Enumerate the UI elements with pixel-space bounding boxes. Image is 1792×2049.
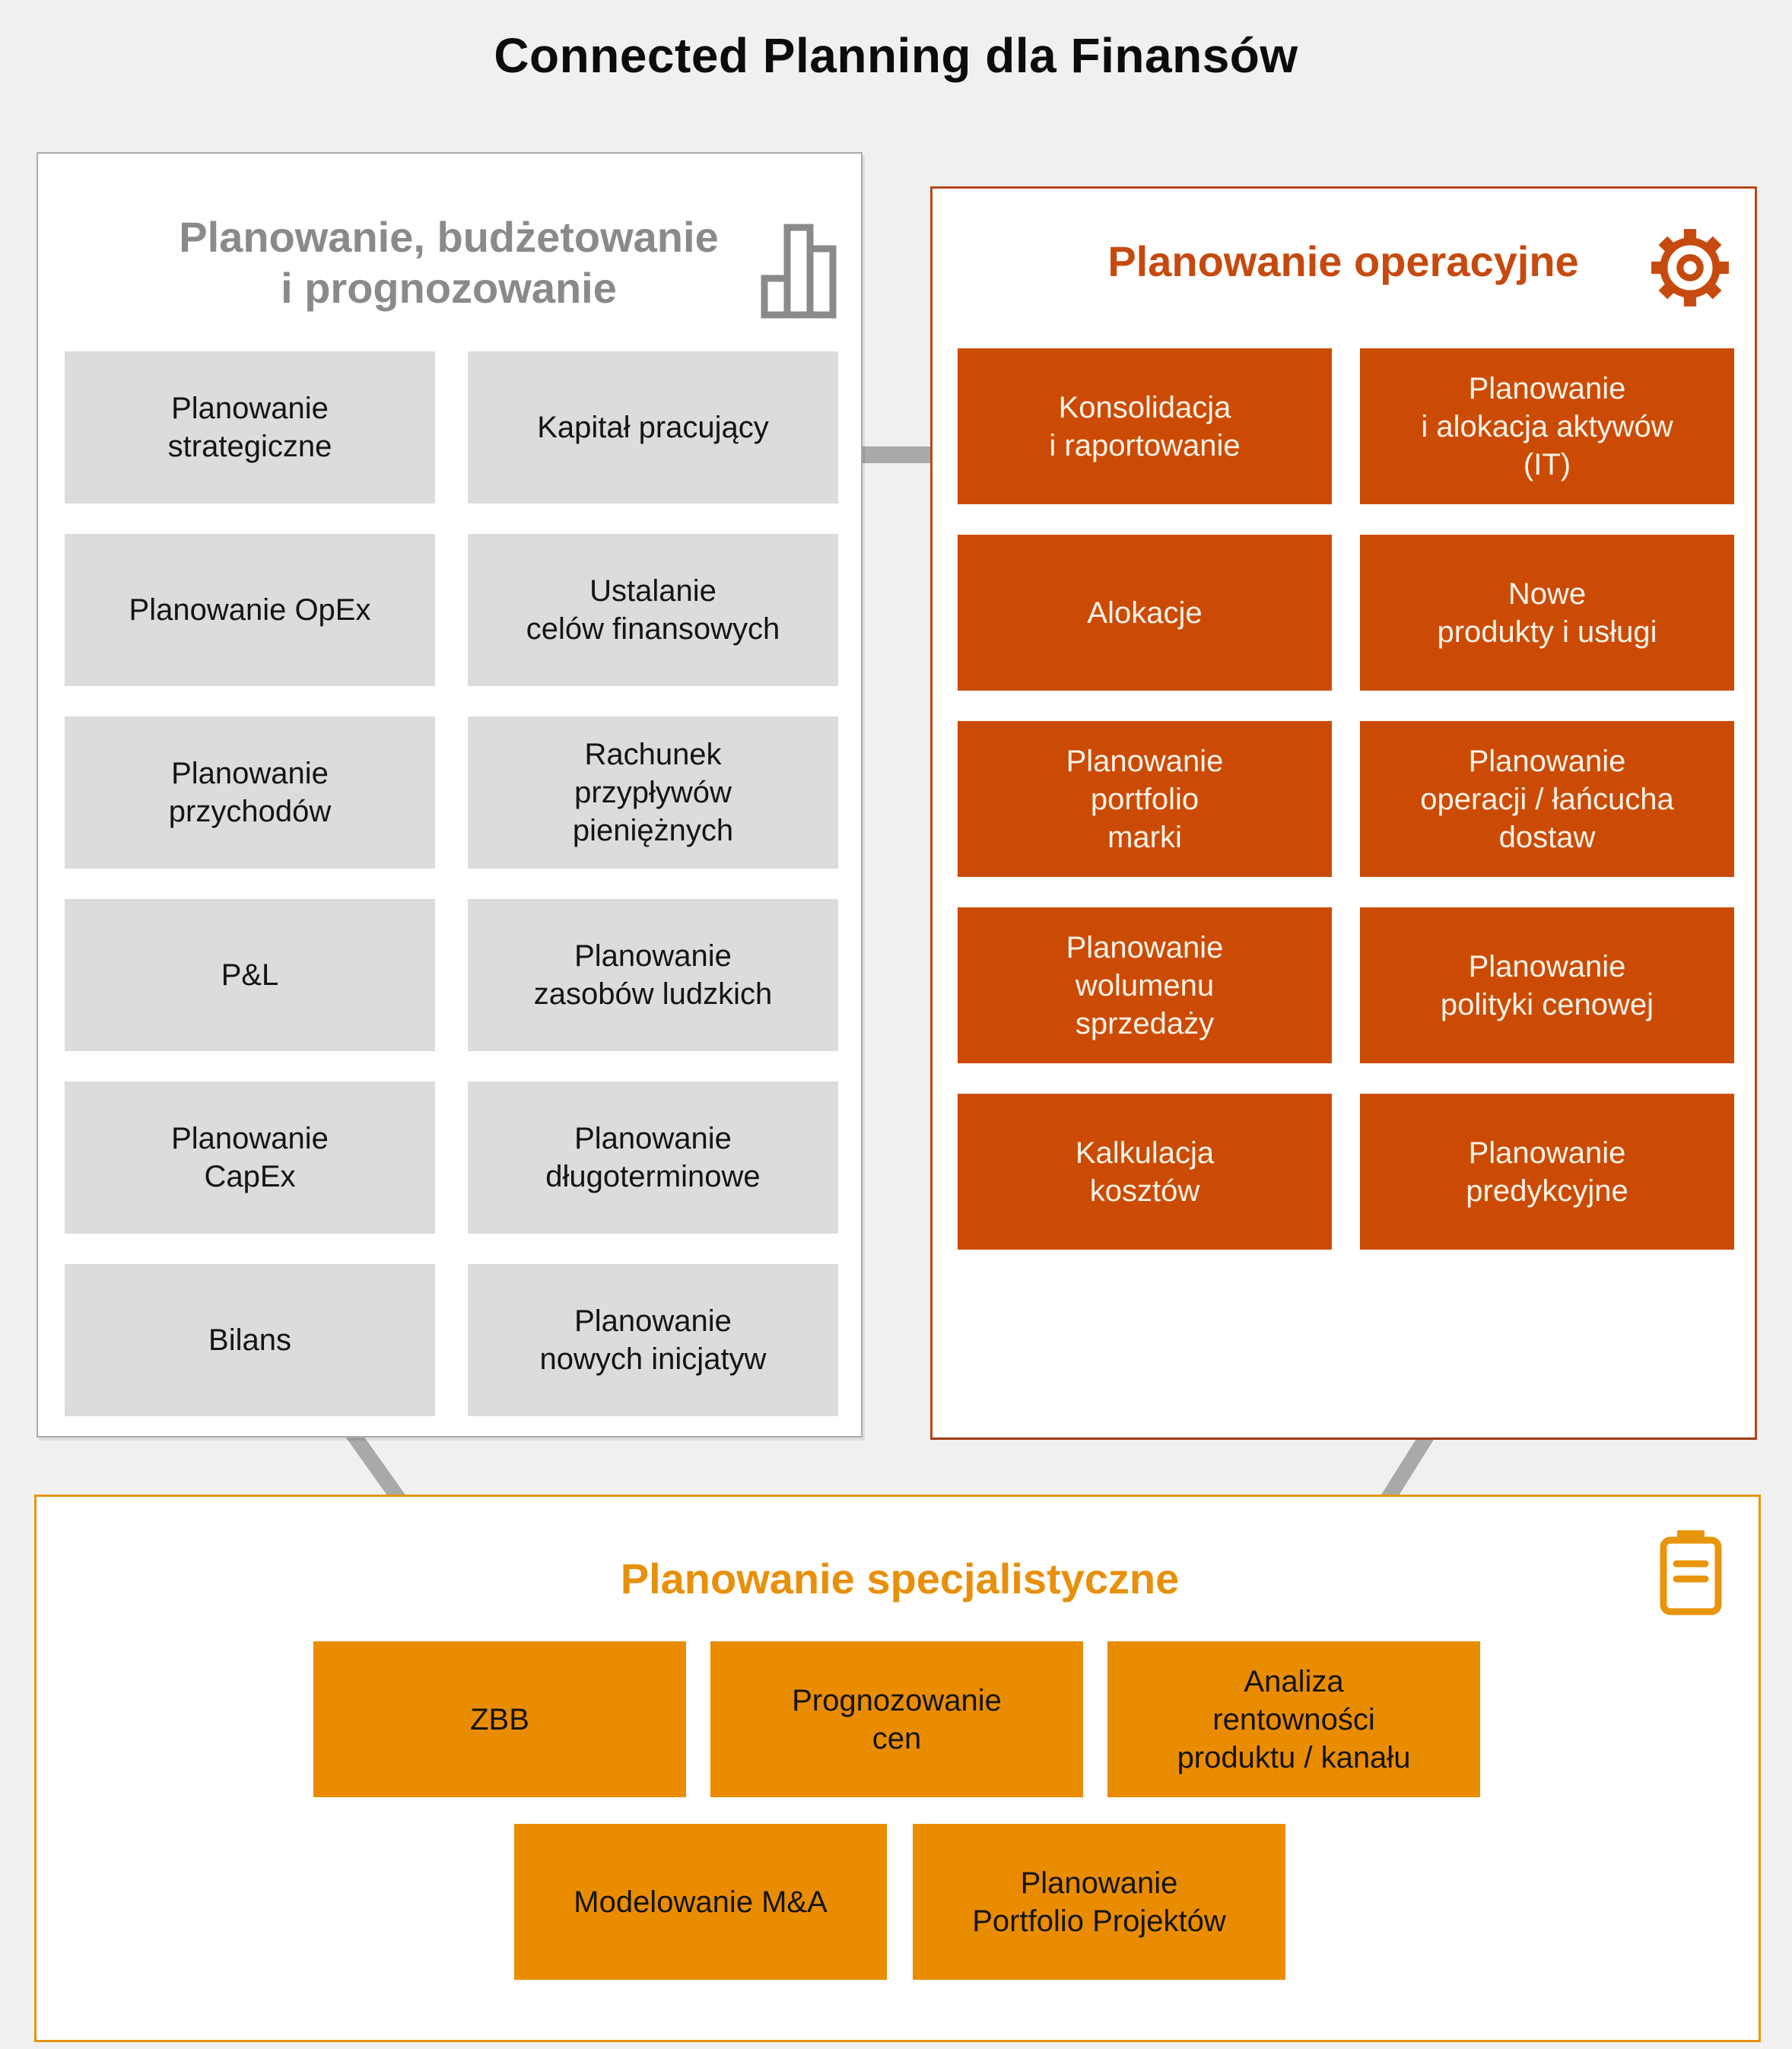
box-consolidation-reporting: Konsolidacja i raportowanie	[958, 348, 1332, 504]
box-it-asset-allocation-planning: Planowanie i alokacja aktywów (IT)	[1360, 348, 1734, 504]
panel-specialist-planning: Planowanie specjalistyczne ZBB Prognozow…	[34, 1495, 1761, 2042]
box-pnl: P&L	[65, 899, 435, 1051]
box-operations-supply-chain-planning: Planowanie operacji / łańcucha dostaw	[1360, 721, 1734, 877]
box-project-portfolio-planning: Planowanie Portfolio Projektów	[913, 1824, 1285, 1980]
box-pricing-policy-planning: Planowanie polityki cenowej	[1360, 907, 1734, 1063]
box-balance-sheet: Bilans	[65, 1264, 435, 1416]
box-cost-calculation: Kalkulacja kosztów	[958, 1094, 1332, 1250]
box-new-initiatives-planning: Planowanie nowych inicjatyw	[468, 1264, 838, 1416]
clipboard-icon	[1660, 1530, 1722, 1615]
box-capex-planning: Planowanie CapEx	[65, 1082, 435, 1234]
box-sales-volume-planning: Planowanie wolumenu sprzedaży	[958, 907, 1332, 1063]
box-financial-goal-setting: Ustalanie celów finansowych	[468, 534, 838, 686]
panel-planning-budgeting-forecasting-title: Planowanie, budżetowanie i prognozowanie	[179, 213, 719, 313]
box-price-forecasting: Prognozowanie cen	[710, 1641, 1083, 1797]
box-brand-portfolio-planning: Planowanie portfolio marki	[958, 721, 1332, 877]
box-opex-planning: Planowanie OpEx	[65, 534, 435, 686]
box-strategic-planning: Planowanie strategiczne	[65, 351, 435, 504]
gear-icon	[1651, 229, 1729, 307]
box-long-term-planning: Planowanie długoterminowe	[468, 1082, 838, 1234]
box-predictive-planning: Planowanie predykcyjne	[1360, 1094, 1734, 1250]
bar-chart-icon	[761, 224, 837, 319]
box-cash-flow-statement: Rachunek przypływów pieniężnych	[468, 716, 838, 869]
box-working-capital: Kapitał pracujący	[468, 351, 838, 504]
panel-operational-planning-title: Planowanie operacyjne	[1107, 237, 1579, 285]
box-ma-modeling: Modelowanie M&A	[514, 1824, 887, 1980]
page-title: Connected Planning dla Finansów	[494, 28, 1298, 83]
box-allocations: Alokacje	[958, 535, 1332, 691]
panel-specialist-planning-title: Planowanie specjalistyczne	[620, 1555, 1180, 1603]
panel-operational-planning: Planowanie operacyjne Konsolidacja i rap…	[930, 186, 1757, 1440]
box-product-channel-profitability-analysis: Analiza rentowności produktu / kanału	[1107, 1641, 1480, 1797]
box-zbb: ZBB	[313, 1641, 686, 1797]
box-new-products-services: Nowe produkty i usługi	[1360, 535, 1734, 691]
box-revenue-planning: Planowanie przychodów	[65, 716, 435, 869]
panel-planning-budgeting-forecasting: Planowanie, budżetowanie i prognozowanie…	[37, 152, 863, 1437]
box-hr-planning: Planowanie zasobów ludzkich	[468, 899, 838, 1051]
